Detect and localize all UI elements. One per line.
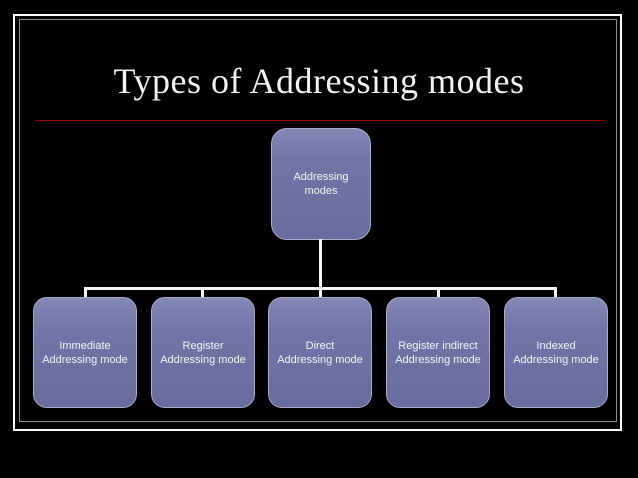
node-register-indirect-addressing-mode: Register indirect Addressing mode	[386, 297, 490, 408]
node-direct-addressing-mode: Direct Addressing mode	[268, 297, 372, 408]
node-immediate-addressing-mode: Immediate Addressing mode	[33, 297, 137, 408]
node-addressing-modes: Addressing modes	[271, 128, 371, 240]
node-indexed-addressing-mode: Indexed Addressing mode	[504, 297, 608, 408]
node-label-line2: Addressing mode	[42, 353, 128, 366]
node-label-line1: Register indirect	[398, 339, 478, 352]
connector-stub-register	[201, 287, 204, 298]
node-label: Addressing modes	[293, 171, 349, 197]
slide-border-inner	[19, 19, 617, 422]
connector-stub-direct	[319, 287, 322, 298]
title-underline	[35, 120, 605, 121]
connector-stub-register-indirect	[437, 287, 440, 298]
node-label-line2: Addressing mode	[160, 353, 246, 366]
node-label-line2: Addressing mode	[277, 353, 363, 366]
connector-stub-indexed	[554, 287, 557, 298]
node-label-line1: Register	[182, 339, 224, 352]
node-label-line1: Indexed	[536, 339, 576, 352]
node-label-line2: Addressing mode	[513, 353, 599, 366]
node-register-addressing-mode: Register Addressing mode	[151, 297, 255, 408]
slide-title: Types of Addressing modes	[113, 61, 525, 101]
slide-border-outer	[13, 14, 622, 431]
node-label-line1: Direct	[305, 339, 335, 352]
node-label-line2: Addressing mode	[395, 353, 481, 366]
connector-stub-immediate	[84, 287, 87, 298]
connector-root-stem	[319, 239, 322, 290]
node-label-line1: Immediate	[59, 339, 111, 352]
